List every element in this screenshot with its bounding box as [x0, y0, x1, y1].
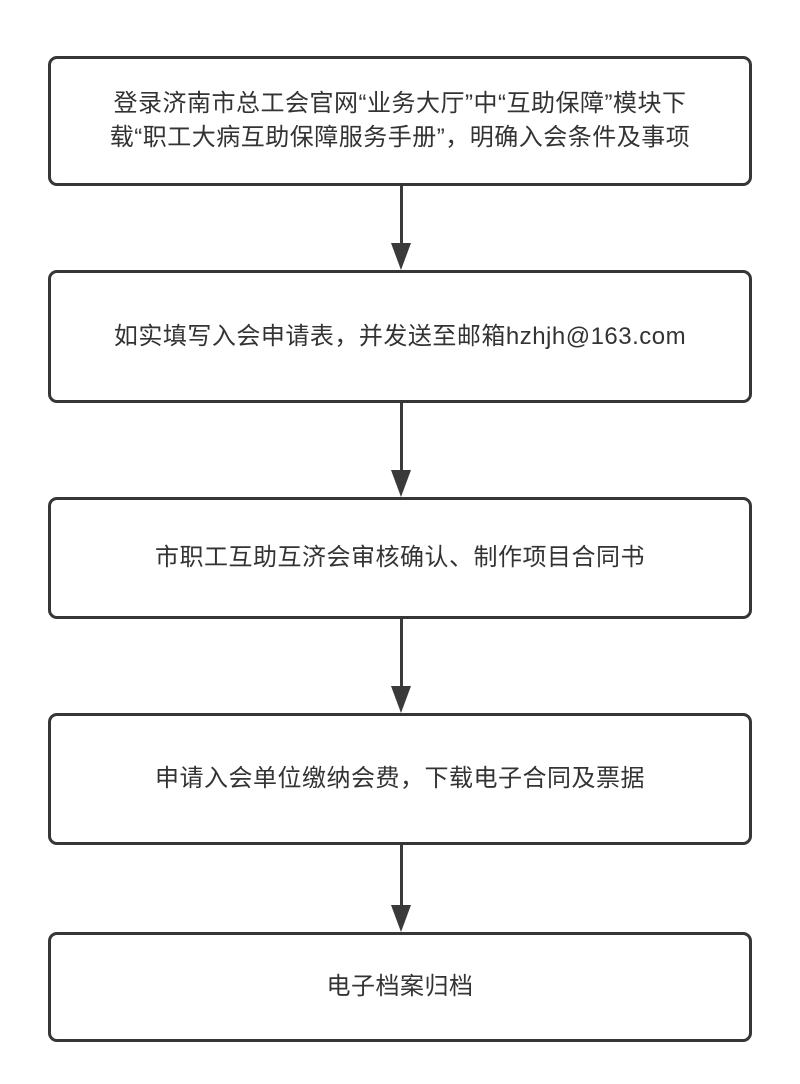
flow-step-label: 登录济南市总工会官网“业务大厅”中“互助保障”模块下载“职工大病互助保障服务手册… — [109, 90, 691, 151]
flow-step-review-contract: 市职工互助互济会审核确认、制作项目合同书 — [48, 497, 752, 619]
flow-connector-3 — [390, 619, 412, 713]
arrow-down-icon — [391, 470, 411, 497]
arrow-stem — [399, 403, 403, 470]
flow-step-pay-fee-download: 申请入会单位缴纳会费，下载电子合同及票据 — [48, 713, 752, 845]
flow-connector-2 — [390, 403, 412, 497]
arrow-stem — [399, 186, 403, 243]
arrow-down-icon — [391, 905, 411, 932]
arrow-stem — [399, 619, 403, 686]
flow-step-submit-application: 如实填写入会申请表，并发送至邮箱hzhjh@163.com — [48, 270, 752, 403]
flow-step-label: 如实填写入会申请表，并发送至邮箱hzhjh@163.com — [113, 322, 687, 350]
flow-connector-1 — [390, 186, 412, 270]
flow-step-label: 市职工互助互济会审核确认、制作项目合同书 — [155, 544, 645, 571]
flow-step-label: 申请入会单位缴纳会费，下载电子合同及票据 — [155, 765, 645, 792]
flow-step-archive: 电子档案归档 — [48, 932, 752, 1042]
arrow-down-icon — [391, 243, 411, 270]
arrow-down-icon — [391, 686, 411, 713]
flow-connector-4 — [390, 845, 412, 932]
arrow-stem — [399, 845, 403, 905]
flow-step-download-handbook: 登录济南市总工会官网“业务大厅”中“互助保障”模块下载“职工大病互助保障服务手册… — [48, 56, 752, 186]
flow-step-label: 电子档案归档 — [326, 973, 474, 1000]
